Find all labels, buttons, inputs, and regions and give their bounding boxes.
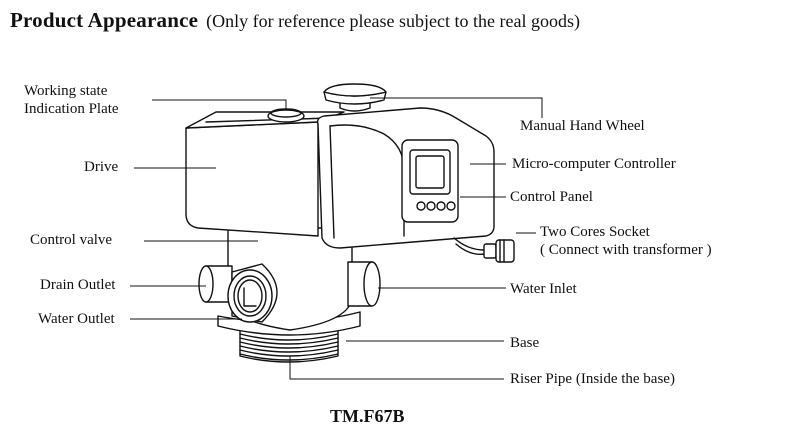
leader-lines (130, 97, 543, 380)
water-outlet-port (227, 263, 278, 323)
label-two-cores-socket-line1: Two Cores Socket (540, 224, 650, 240)
label-micro-computer-controller: Micro-computer Controller (512, 156, 676, 172)
label-working-state-line2: Indication Plate (24, 101, 119, 117)
label-riser-pipe: Riser Pipe (Inside the base) (510, 371, 675, 387)
label-working-state-line1: Working state (24, 83, 108, 99)
model-number: TM.F67B (330, 406, 405, 426)
label-control-valve: Control valve (30, 232, 113, 248)
label-manual-hand-wheel: Manual Hand Wheel (520, 118, 645, 134)
label-drive: Drive (84, 159, 119, 175)
label-water-inlet: Water Inlet (510, 281, 577, 297)
two-cores-socket (453, 237, 515, 263)
label-two-cores-socket-line2: ( Connect with transformer ) (540, 242, 712, 258)
drain-outlet-port (198, 265, 233, 303)
water-inlet-port (347, 261, 381, 307)
riser-pipe-threads (239, 329, 339, 363)
reference-note: (Only for reference please subject to th… (206, 11, 580, 31)
indication-plate (267, 108, 305, 123)
page-title: Product Appearance (10, 8, 199, 32)
page-heading: Product Appearance (Only for reference p… (10, 8, 580, 33)
label-drain-outlet: Drain Outlet (40, 277, 116, 293)
manual-hand-wheel (323, 83, 387, 112)
label-base: Base (510, 335, 540, 351)
label-control-panel: Control Panel (510, 189, 593, 205)
label-water-outlet: Water Outlet (38, 311, 115, 327)
control-panel (401, 139, 459, 223)
